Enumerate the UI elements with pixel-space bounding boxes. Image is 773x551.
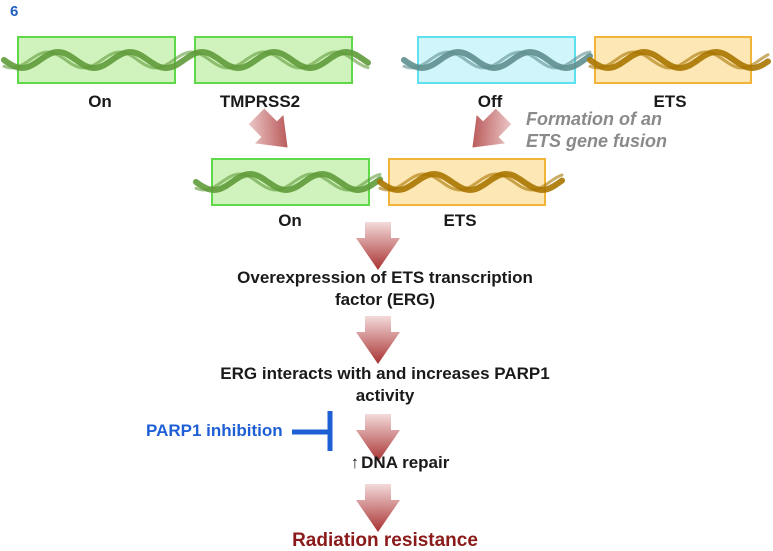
ets-label-top: ETS: [653, 92, 687, 111]
on-label-fusion: On: [278, 211, 302, 230]
ets-label-fusion: ETS: [443, 211, 477, 230]
fusion-annotation: Formation of an ETS gene fusion: [526, 109, 668, 151]
dna-strand-icon: [587, 48, 771, 72]
inhibition-bar-icon: [292, 411, 333, 451]
step-parp1-activity: ERG interacts with and increases PARP1 a…: [220, 364, 550, 405]
down-arrow-icon: [356, 222, 400, 270]
on-label-tmprss2: On: [88, 92, 112, 111]
down-arrow-icon: [356, 414, 400, 462]
ets-box-top: [594, 36, 752, 84]
dna-strand-icon: [1, 48, 371, 72]
step-overexpression: Overexpression of ETS transcription fact…: [237, 268, 533, 309]
step-dna-repair: ↑DNA repair: [320, 453, 480, 473]
up-arrow-icon: ↑: [350, 453, 360, 472]
down-arrow-icon: [472, 108, 512, 148]
dna-strand-icon: [193, 170, 383, 194]
outcome-radiation-resistance: Radiation resistance: [292, 530, 478, 551]
down-arrow-icon: [356, 316, 400, 364]
figure-number: 6: [10, 3, 19, 20]
off-label-ets: Off: [477, 92, 503, 111]
dna-strand-icon: [377, 170, 565, 194]
down-arrow-icon: [356, 484, 400, 532]
dna-repair-label: DNA repair: [361, 453, 450, 472]
parp1-inhibition-label: PARP1 inhibition: [146, 421, 283, 440]
down-arrow-icon: [248, 108, 288, 148]
tmprss2-label: TMPRSS2: [219, 92, 301, 111]
dna-strand-icon: [401, 48, 593, 72]
